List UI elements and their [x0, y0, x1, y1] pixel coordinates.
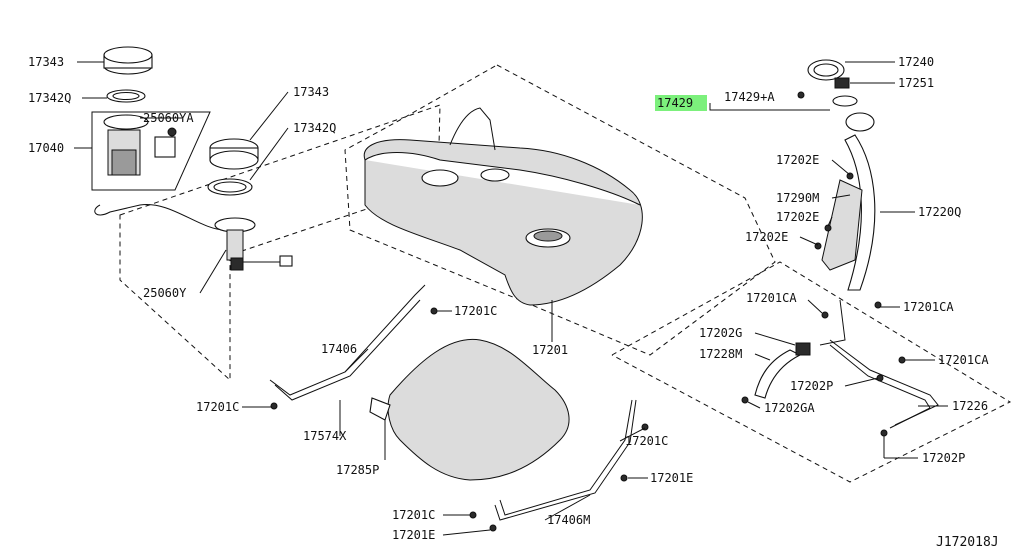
part-label[interactable]: 25060Y	[143, 286, 187, 300]
highlight-box	[655, 95, 707, 111]
part-label[interactable]: 17201CA	[746, 291, 797, 305]
part-label[interactable]: 17202E	[776, 210, 819, 224]
part-label[interactable]: 17342Q	[28, 91, 71, 105]
part-label[interactable]: 17040	[28, 141, 64, 155]
part-label[interactable]: 17343	[28, 55, 64, 69]
part-label[interactable]: 17290M	[776, 191, 819, 205]
part-label[interactable]: 17201C	[196, 400, 239, 414]
part-label[interactable]: 17226	[952, 399, 988, 413]
part-label[interactable]: 17251	[898, 76, 934, 90]
part-label[interactable]: 17201E	[392, 528, 435, 542]
part-label[interactable]: 17202P	[922, 451, 965, 465]
filler-tube-assembly	[754, 59, 939, 429]
part-label[interactable]: 17220Q	[918, 205, 961, 219]
heat-insulator	[369, 338, 570, 481]
part-label[interactable]: 17201C	[392, 508, 435, 522]
drawing-code: J172018J	[936, 535, 999, 550]
part-labels: 17343 17342Q 17040 25060YA 17343 17342Q …	[28, 55, 999, 550]
part-label[interactable]: 17342Q	[293, 121, 336, 135]
part-label[interactable]: 25060YA	[143, 111, 194, 125]
part-label[interactable]: 17201	[532, 343, 568, 357]
fuel-level-sender	[207, 138, 293, 271]
part-label[interactable]: 17201E	[650, 471, 693, 485]
part-label[interactable]: 17240	[898, 55, 934, 69]
part-label[interactable]: 17429+A	[724, 90, 775, 104]
leader-lines	[74, 61, 948, 536]
fasteners	[270, 172, 906, 532]
part-label[interactable]: 17228M	[699, 347, 742, 361]
tank-straps	[269, 284, 637, 521]
part-label[interactable]: 17202GA	[764, 401, 815, 415]
part-label[interactable]: 17343	[293, 85, 329, 99]
fuel-tank	[363, 107, 643, 306]
part-label[interactable]: 17201C	[625, 434, 668, 448]
part-label[interactable]: 17202E	[776, 153, 819, 167]
part-label[interactable]: 17406M	[547, 513, 590, 527]
part-label[interactable]: 17202G	[699, 326, 742, 340]
part-label[interactable]: 17201C	[454, 304, 497, 318]
part-label-highlighted[interactable]: 17429	[657, 96, 693, 110]
part-label[interactable]: 17201CA	[903, 300, 954, 314]
part-label[interactable]: 17285P	[336, 463, 379, 477]
part-label[interactable]: 17202P	[790, 379, 833, 393]
part-label[interactable]: 17201CA	[938, 353, 989, 367]
part-label[interactable]: 17574X	[303, 429, 347, 443]
part-label[interactable]: 17202E	[745, 230, 788, 244]
fuel-pump-module	[91, 46, 226, 231]
part-label[interactable]: 17406	[321, 342, 357, 356]
